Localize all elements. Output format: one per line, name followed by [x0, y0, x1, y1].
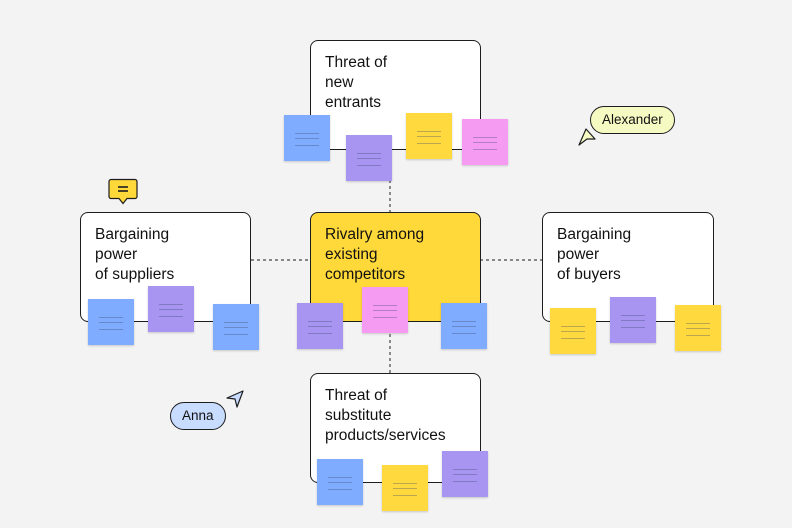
sticky-note[interactable]	[213, 304, 259, 350]
sticky-note[interactable]	[88, 299, 134, 345]
card-threat-of-new-entrants[interactable]: Threat of new entrants	[310, 40, 481, 150]
sticky-note[interactable]	[346, 135, 392, 181]
comment-icon[interactable]	[108, 178, 138, 206]
card-label: Rivalry among existing competitors	[325, 226, 425, 283]
collaborator-name: Anna	[182, 408, 214, 423]
sticky-note[interactable]	[362, 287, 408, 333]
card-label: Bargaining power of buyers	[557, 226, 632, 283]
sticky-note[interactable]	[284, 115, 330, 161]
card-label: Threat of substitute products/services	[325, 387, 446, 444]
sticky-note[interactable]	[610, 297, 656, 343]
sticky-note[interactable]	[382, 465, 428, 511]
collaborator-badge-anna: Anna	[170, 402, 226, 430]
sticky-note[interactable]	[550, 308, 596, 354]
cursor-arrow-icon	[578, 128, 596, 146]
cursor-arrow-icon	[226, 390, 244, 408]
sticky-note[interactable]	[317, 459, 363, 505]
sticky-note[interactable]	[442, 451, 488, 497]
sticky-note[interactable]	[148, 286, 194, 332]
card-label: Threat of new entrants	[325, 54, 388, 111]
sticky-note[interactable]	[462, 119, 508, 165]
sticky-note[interactable]	[441, 303, 487, 349]
collaborator-badge-alexander: Alexander	[590, 106, 675, 134]
collaborator-name: Alexander	[602, 112, 663, 127]
card-bargaining-power-of-buyers[interactable]: Bargaining power of buyers	[542, 212, 714, 322]
sticky-note[interactable]	[675, 305, 721, 351]
sticky-note[interactable]	[297, 303, 343, 349]
sticky-note[interactable]	[406, 113, 452, 159]
card-label: Bargaining power of suppliers	[95, 226, 175, 283]
